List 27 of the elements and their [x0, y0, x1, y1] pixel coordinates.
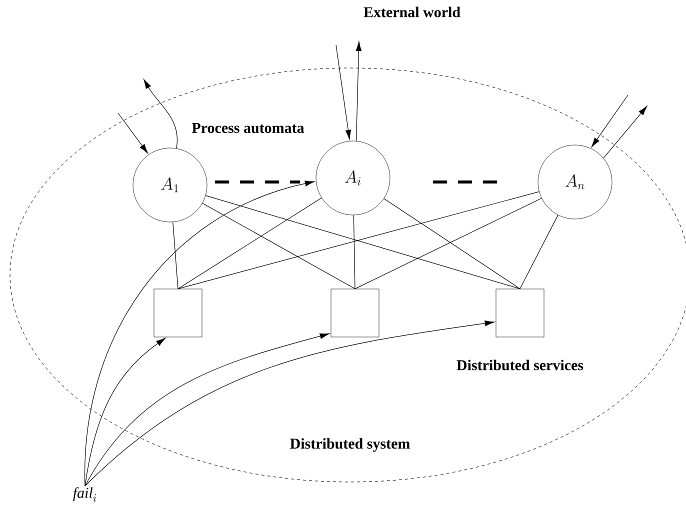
section-label: Distributed services — [456, 360, 584, 370]
arrow — [84, 320, 494, 486]
arrow — [591, 94, 628, 148]
connector-line — [178, 198, 322, 290]
service-box — [330, 288, 380, 338]
service-box — [154, 288, 202, 338]
section-label: Process automata — [192, 123, 304, 133]
connector-line — [178, 191, 540, 290]
system-label: Distributed system — [290, 438, 410, 452]
connector-line — [354, 198, 542, 290]
section-label: External world — [364, 6, 460, 18]
arrow — [356, 41, 362, 142]
arrow — [84, 333, 330, 486]
connector-line — [520, 214, 558, 290]
connector-line — [384, 198, 520, 290]
arrow — [118, 112, 148, 154]
connector-line — [205, 195, 520, 290]
connector-line — [172, 222, 178, 290]
arrow — [336, 44, 352, 140]
service-box — [496, 288, 544, 338]
arrow — [84, 180, 315, 486]
connector-line — [202, 202, 356, 290]
failure-label: $\mathit{fail}_i$ — [73, 487, 96, 502]
arrow — [84, 338, 166, 486]
connector-line — [353, 214, 356, 290]
arrow — [144, 79, 178, 149]
arrow — [603, 106, 648, 158]
